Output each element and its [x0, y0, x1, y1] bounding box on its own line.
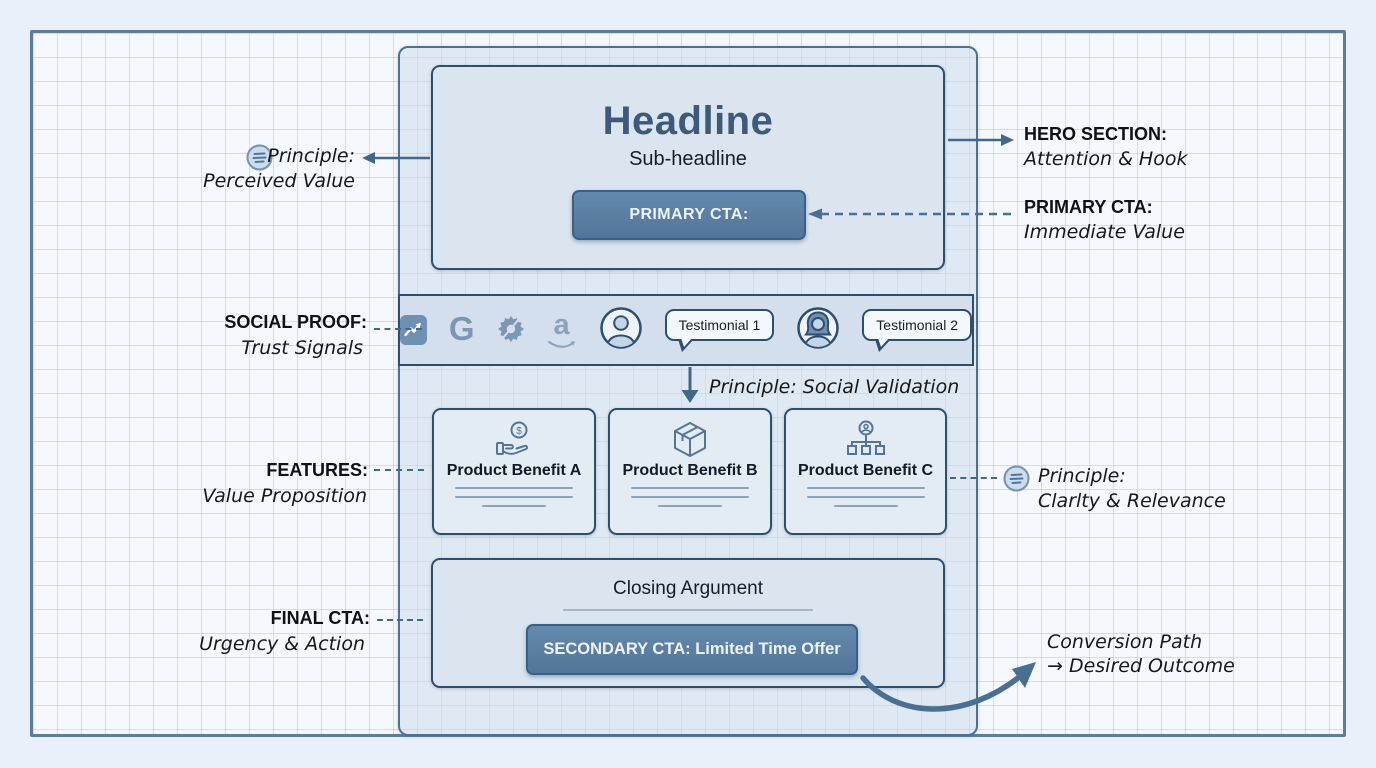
social-validation-note: Principle: Social Validation [709, 376, 960, 398]
principle-left-title: Principle: [267, 145, 355, 167]
final-cta-label: FINAL CTA: [270, 608, 370, 628]
dashed-arrow-left [808, 208, 1011, 220]
principle-right-subtitle: Clarlty & Relevance [1038, 490, 1226, 512]
social-proof-sublabel: Trust Signals [241, 337, 363, 359]
female-avatar-icon [796, 306, 840, 355]
hero-section-label: HERO SECTION: [1024, 124, 1168, 144]
placeholder-line [455, 487, 573, 489]
primary-cta-button[interactable]: PRIMARY CTA: [572, 190, 806, 240]
placeholder-line [806, 487, 925, 489]
placeholder-line [631, 487, 749, 489]
feature-card-c: Product Benefit C [784, 408, 947, 535]
principle-note-icon [1003, 465, 1030, 497]
principle-note-icon [246, 144, 273, 176]
male-avatar-icon [599, 306, 643, 355]
org-chart-icon [786, 420, 945, 460]
final-cta-section: Closing Argument SECONDARY CTA: Limited … [431, 558, 945, 688]
principle-right-title: Principle: [1038, 465, 1126, 487]
primary-cta-sublabel: Immediate Value [1024, 221, 1185, 243]
final-cta-sublabel: Urgency & Action [199, 633, 365, 655]
right-arrow [948, 134, 1014, 146]
placeholder-line [806, 496, 925, 498]
left-arrow [362, 152, 430, 164]
svg-text:$: $ [516, 426, 522, 437]
testimonial-1-bubble: Testimonial 1 [664, 309, 775, 352]
amazon-logo-icon: a [547, 310, 577, 350]
headline: Headline [602, 99, 774, 143]
primary-cta-label: PRIMARY CTA: [1024, 197, 1153, 217]
hero-section-sublabel: Attention & Hook [1024, 148, 1188, 170]
principle-left-subtitle: Perceived Value [203, 170, 355, 192]
social-proof-label: SOCIAL PROOF: [224, 312, 367, 332]
gear-icon [497, 315, 525, 348]
dashed-connector [377, 619, 423, 621]
hand-coin-icon: $ [434, 420, 594, 460]
google-g-icon: G [448, 309, 475, 347]
hero-section: Headline Sub-headline PRIMARY CTA: [431, 65, 945, 270]
placeholder-line [631, 496, 749, 498]
social-proof-strip: G a Test [398, 294, 974, 366]
dashed-connector [374, 328, 422, 330]
placeholder-line [833, 505, 898, 507]
feature-label: Product Benefit A [446, 462, 582, 479]
placeholder-line [658, 505, 722, 507]
placeholder-line [482, 505, 546, 507]
subheadline: Sub-headline [629, 148, 747, 170]
conversion-path-line1: Conversion Path [1047, 631, 1203, 653]
feature-card-a: $ Product Benefit A [432, 408, 596, 535]
trend-chart-badge-icon [400, 315, 427, 345]
testimonial-2-bubble: Testimonial 2 [862, 309, 972, 352]
dashed-connector [950, 477, 997, 479]
dashed-connector [374, 469, 424, 471]
placeholder-line [455, 496, 573, 498]
features-sublabel: Value Proposition [202, 485, 367, 507]
divider-line [563, 609, 813, 611]
secondary-cta-button[interactable]: SECONDARY CTA: Limited Time Offer [526, 624, 858, 675]
feature-label: Product Benefit C [797, 462, 934, 479]
closing-argument: Closing Argument [613, 578, 763, 599]
curved-conversion-arrow [860, 662, 1036, 712]
features-label: FEATURES: [266, 460, 368, 480]
feature-label: Product Benefit B [622, 462, 758, 479]
feature-card-b: Product Benefit B [608, 408, 772, 535]
conversion-path-line2: → Desired Outcome [1047, 655, 1235, 677]
package-box-icon [610, 420, 770, 460]
down-arrow [681, 367, 699, 403]
